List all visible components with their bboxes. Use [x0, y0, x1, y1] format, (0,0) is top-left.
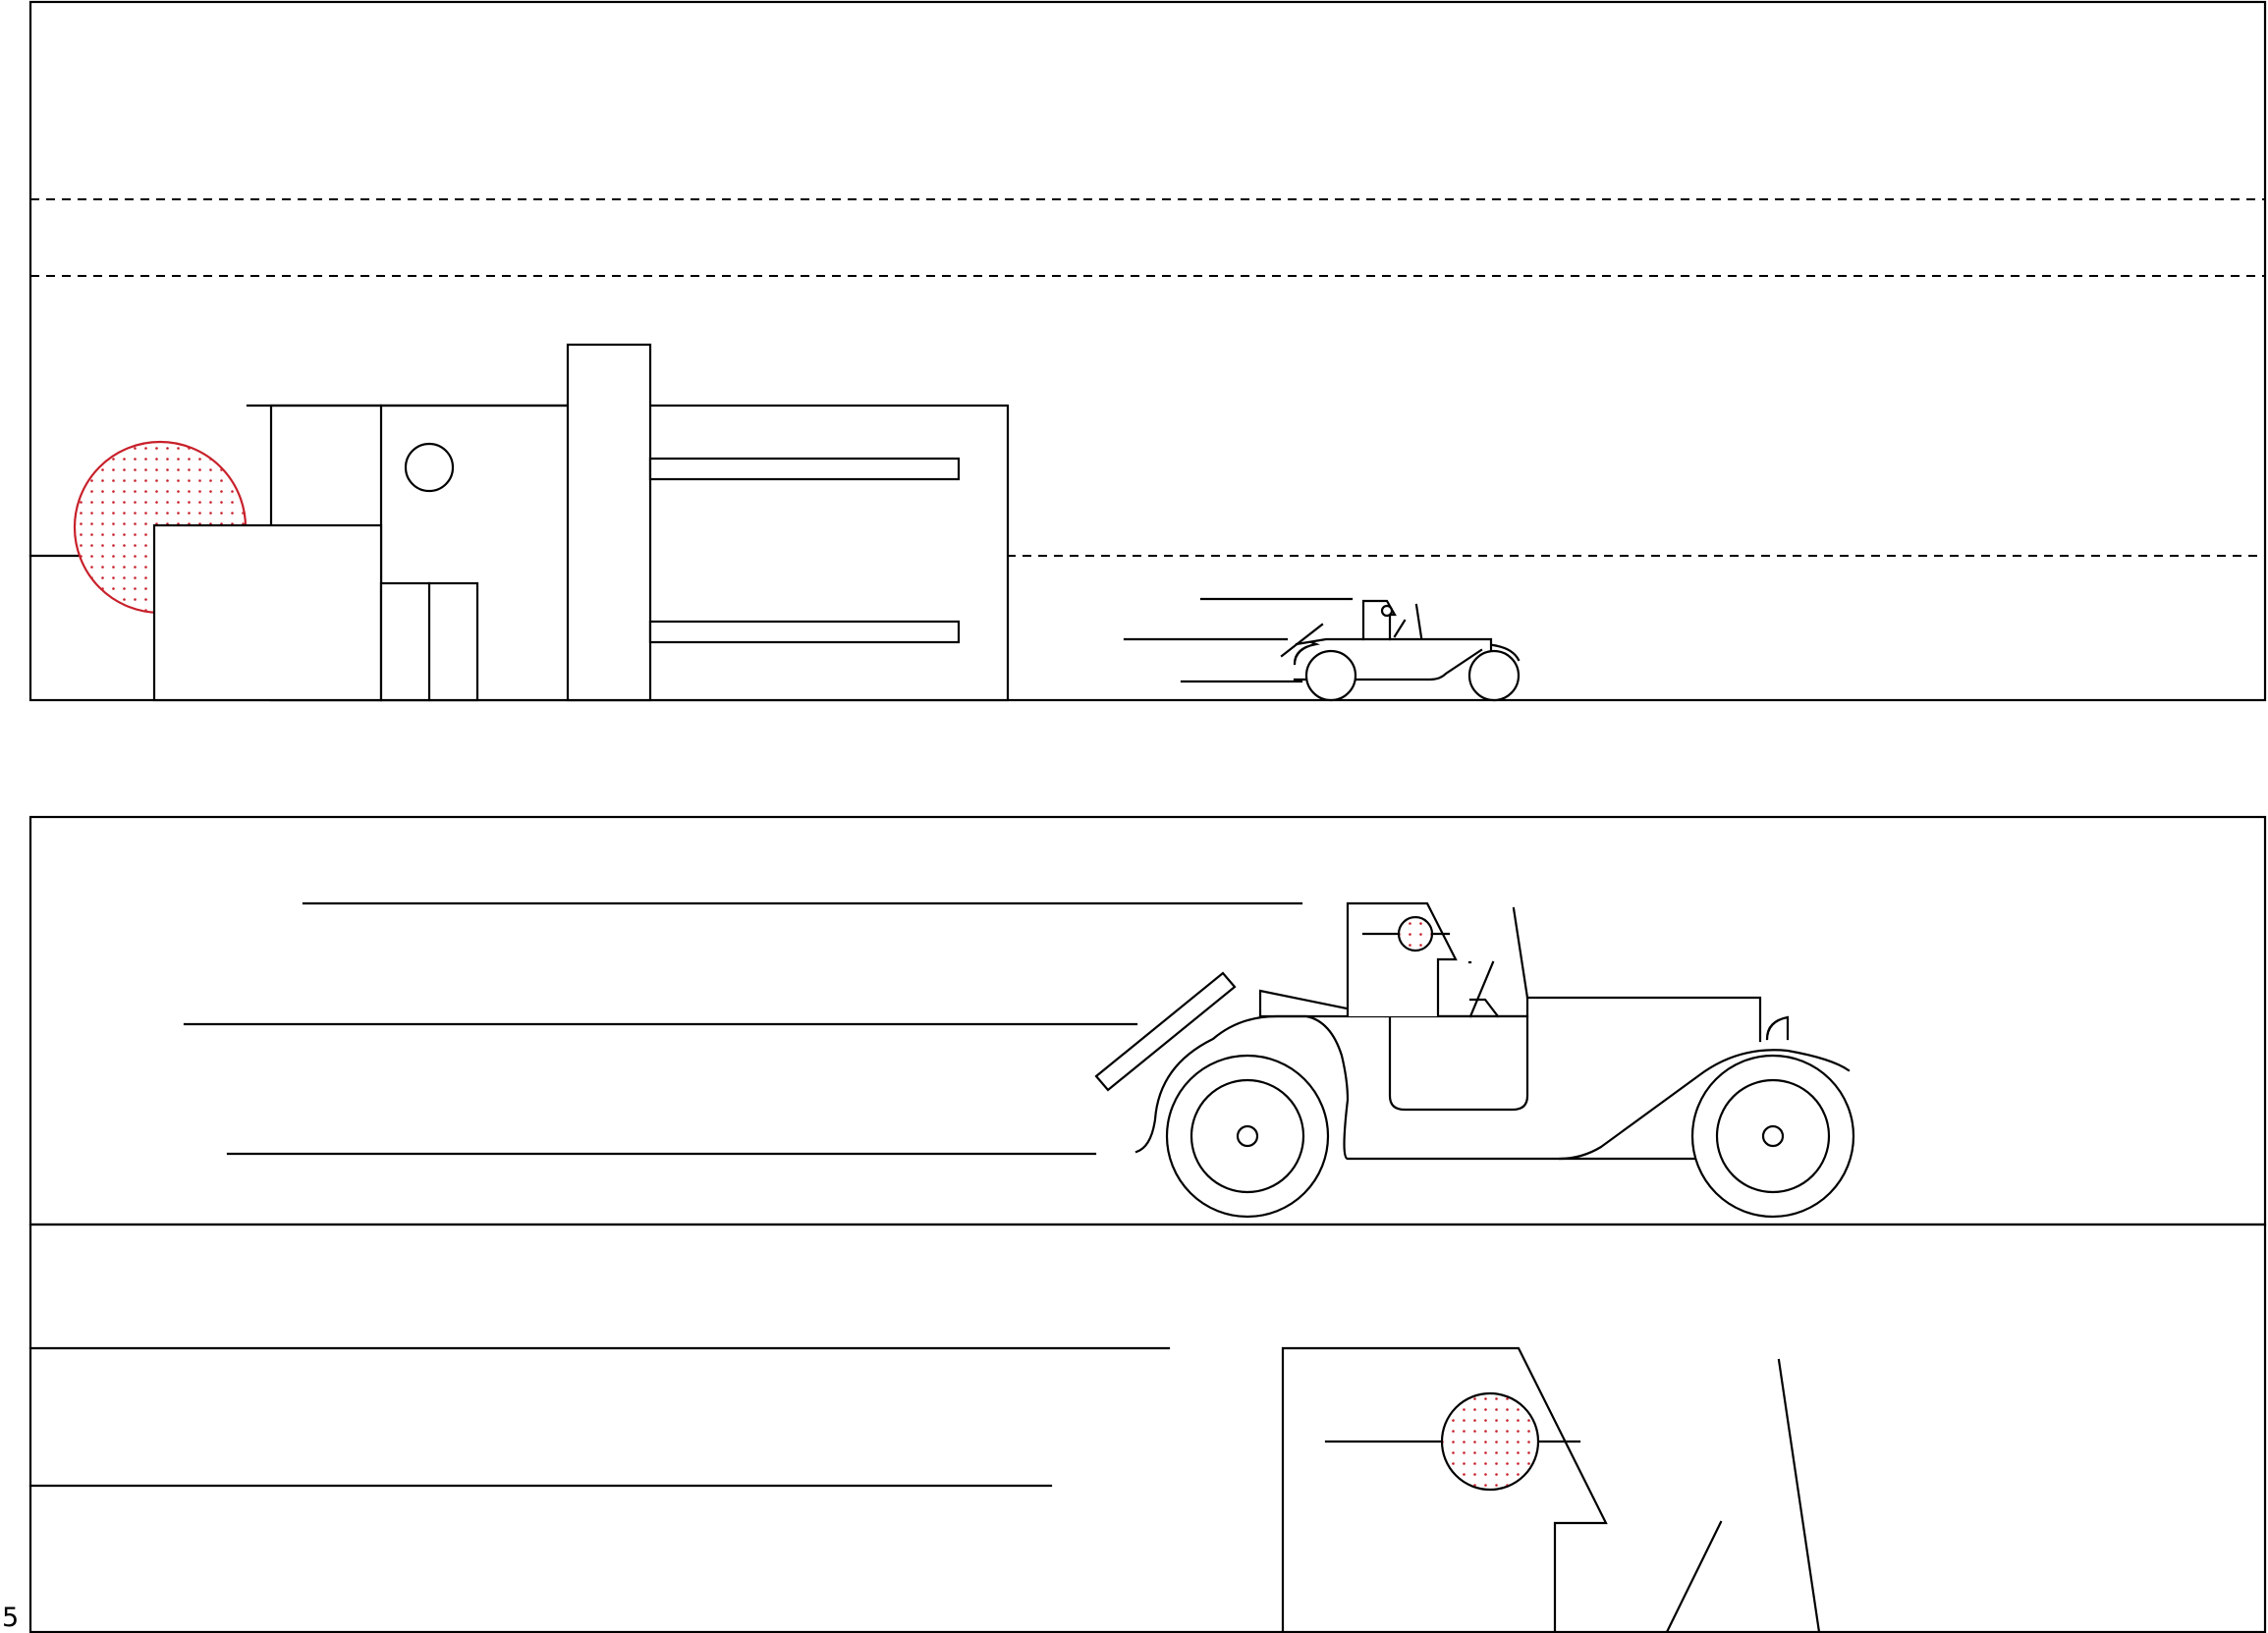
small-car: [1280, 599, 1521, 702]
medium-car: [1094, 901, 1855, 1219]
window-band-top: [648, 457, 961, 481]
small-car-rear-wheel: [1467, 649, 1521, 702]
page-number: 5: [2, 1603, 20, 1633]
modernist-building: [152, 343, 1010, 702]
small-car-front-wheel: [1304, 649, 1357, 702]
panel-2: [28, 815, 2267, 1226]
medium-car-front-wheel: [1165, 1054, 1330, 1219]
panel-3: [28, 1223, 2267, 1633]
medium-car-rear-wheel: [1690, 1054, 1855, 1219]
window-band-bottom: [648, 620, 961, 644]
tower: [566, 343, 652, 702]
round-window: [404, 442, 455, 493]
driver-closeup: [1281, 1346, 1821, 1633]
front-block: [152, 523, 383, 702]
panel-1: [28, 0, 2267, 702]
